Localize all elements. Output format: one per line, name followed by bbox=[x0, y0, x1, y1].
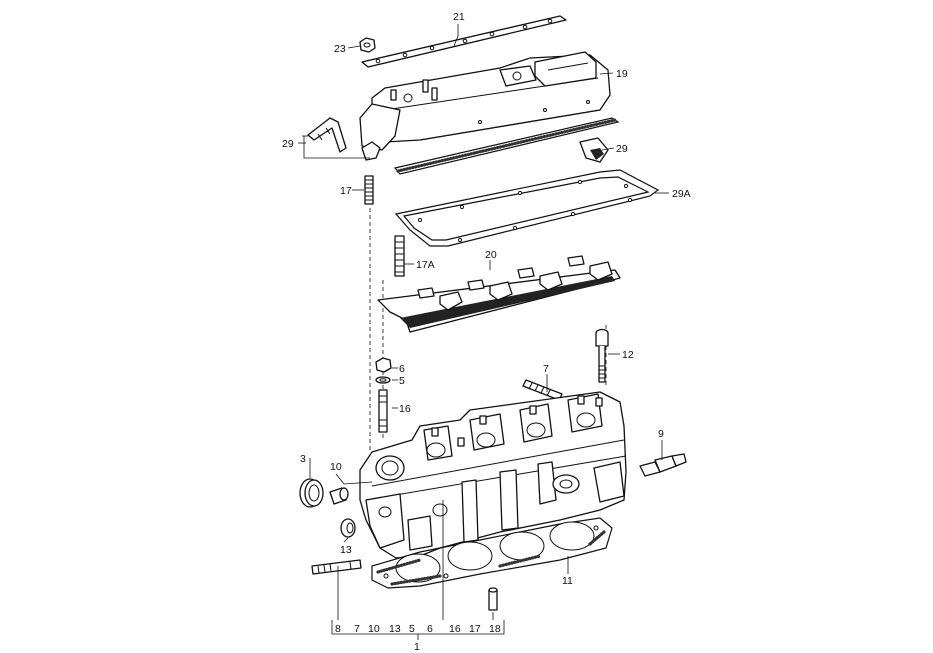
callout-6: 6 bbox=[399, 363, 405, 375]
callout-7-top: 7 bbox=[543, 363, 549, 375]
callout-labels: 21 23 19 29 29 29A 17 17A 20 6 5 16 7 12… bbox=[282, 11, 691, 653]
part-29-rubber-plug bbox=[579, 137, 609, 163]
bottom-item-17: 17 bbox=[469, 623, 481, 635]
part-3-oil-seal bbox=[299, 478, 324, 508]
part-13-plug bbox=[340, 518, 356, 538]
bottom-item-6: 6 bbox=[427, 623, 433, 635]
callout-17A: 17A bbox=[416, 259, 435, 271]
part-5-washer bbox=[375, 376, 391, 384]
bottom-item-16: 16 bbox=[449, 623, 461, 635]
part-8-stud bbox=[311, 559, 362, 575]
callout-11: 11 bbox=[562, 575, 573, 587]
callout-10: 10 bbox=[330, 461, 342, 473]
part-7-stud bbox=[522, 379, 563, 401]
part-19-valve-cover bbox=[359, 51, 611, 151]
part-21-strip bbox=[361, 15, 567, 68]
callout-3: 3 bbox=[300, 453, 306, 465]
bottom-total-1: 1 bbox=[414, 641, 420, 653]
part-29A-gasket bbox=[394, 169, 660, 247]
part-10-cap bbox=[329, 487, 349, 505]
callout-16-side: 16 bbox=[399, 403, 411, 415]
bottom-item-18: 18 bbox=[489, 623, 501, 635]
callout-13-side: 13 bbox=[340, 544, 352, 556]
part-17-stud bbox=[364, 175, 374, 205]
part-11-head-gasket bbox=[371, 517, 613, 589]
cylinder-head bbox=[359, 391, 627, 559]
part-16-stud bbox=[378, 389, 388, 433]
leader-lines bbox=[298, 24, 669, 640]
callout-9: 9 bbox=[658, 428, 664, 440]
callout-12: 12 bbox=[622, 349, 634, 361]
callout-17: 17 bbox=[340, 185, 352, 197]
callout-29-left: 29 bbox=[282, 138, 294, 150]
bottom-item-13: 13 bbox=[389, 623, 401, 635]
callout-5: 5 bbox=[399, 375, 405, 387]
part-9-sender bbox=[639, 453, 687, 477]
valve-cover-gasket-strip bbox=[393, 117, 620, 175]
callout-21: 21 bbox=[453, 11, 465, 23]
part-23-nut bbox=[359, 37, 376, 53]
part-20-baffle-plate bbox=[377, 255, 621, 333]
bottom-item-10: 10 bbox=[368, 623, 380, 635]
callout-23: 23 bbox=[334, 43, 346, 55]
bottom-item-8: 8 bbox=[335, 623, 341, 635]
callout-29A: 29A bbox=[672, 188, 691, 200]
part-17A-stud bbox=[394, 235, 405, 277]
callout-20: 20 bbox=[485, 249, 497, 261]
callout-29-right: 29 bbox=[616, 143, 628, 155]
part-12-head-bolt bbox=[595, 328, 609, 383]
bottom-item-5: 5 bbox=[409, 623, 415, 635]
part-6-nut bbox=[375, 357, 392, 373]
callout-19: 19 bbox=[616, 68, 628, 80]
part-18-dowel bbox=[488, 587, 498, 611]
bottom-item-7: 7 bbox=[354, 623, 360, 635]
